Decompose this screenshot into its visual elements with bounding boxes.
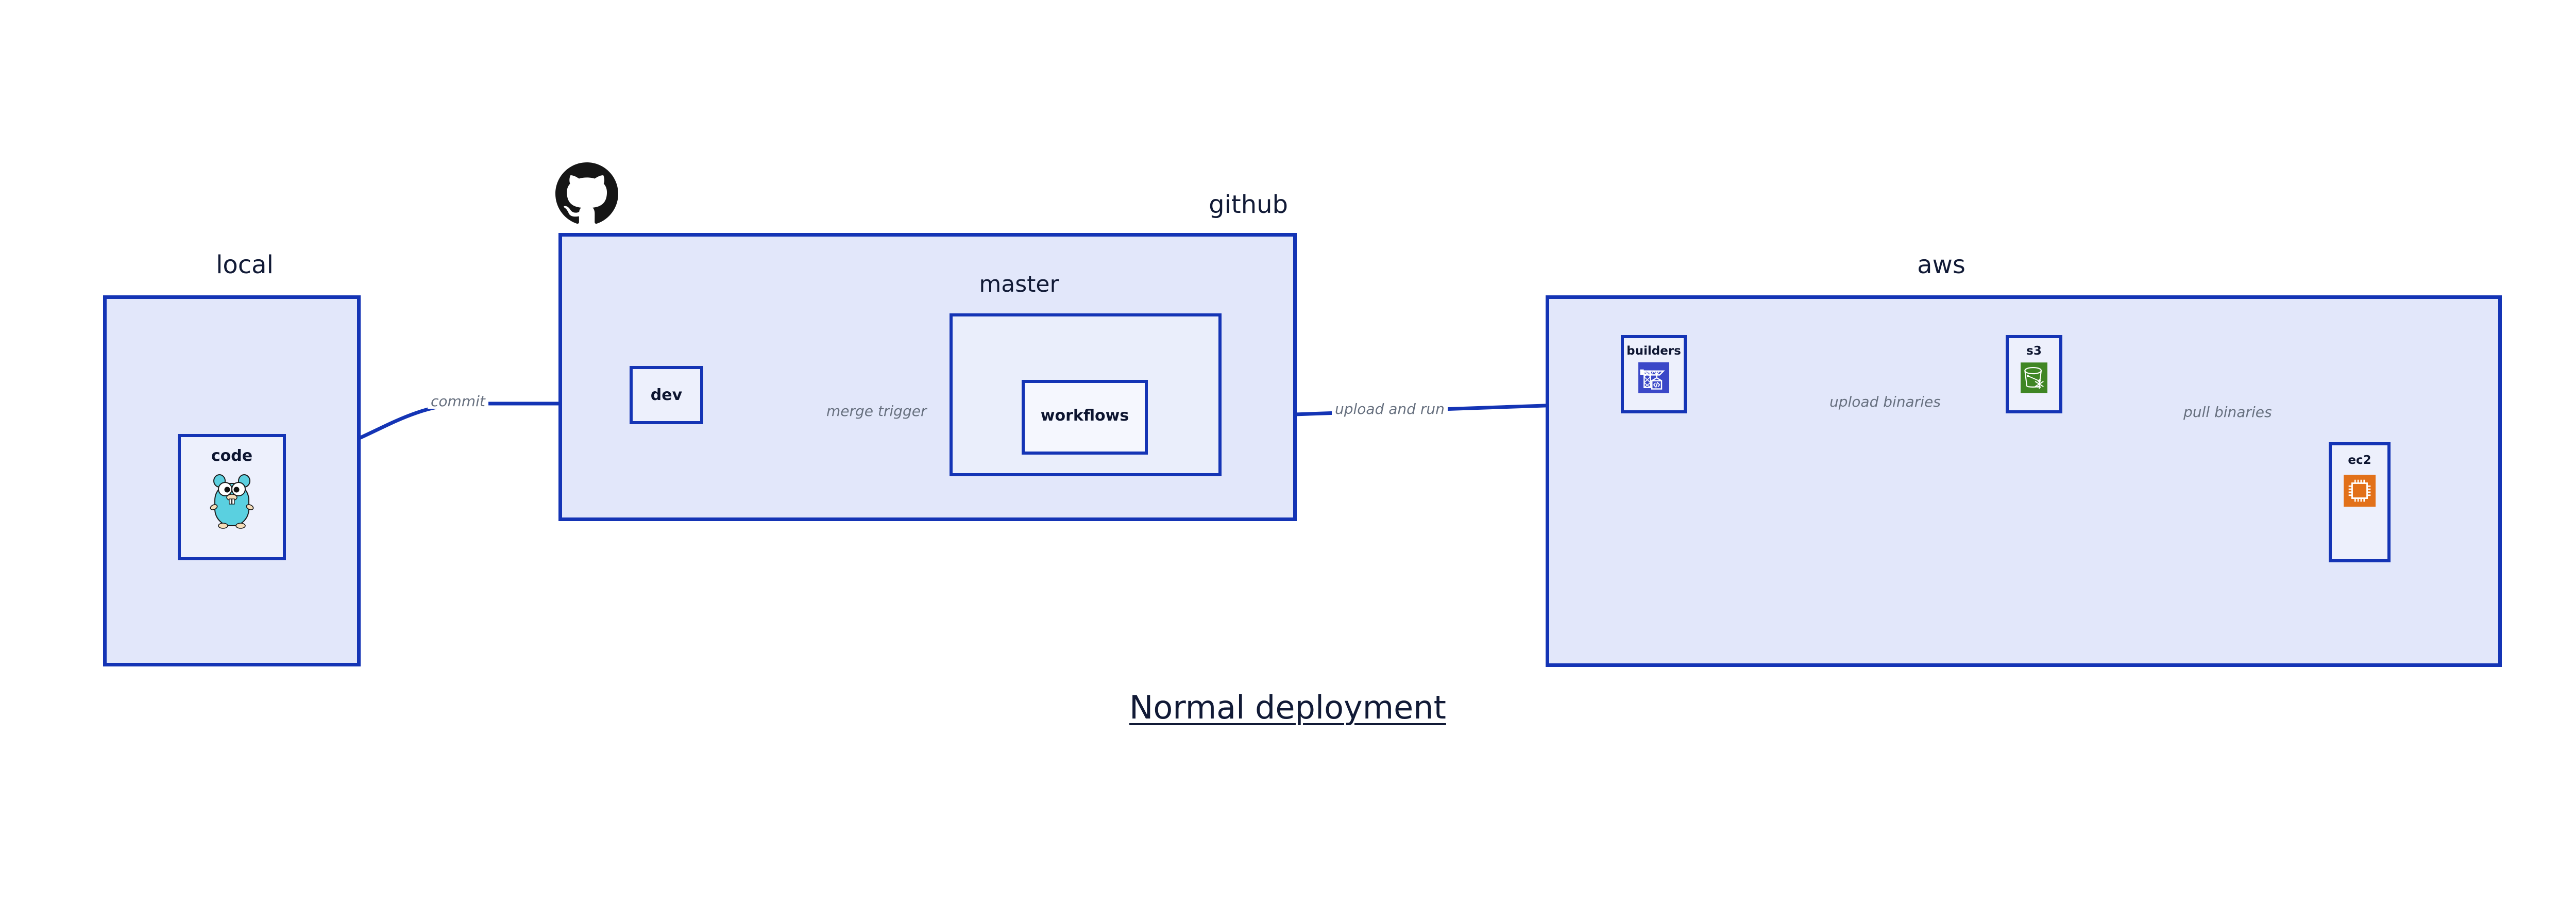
group-label-github: github — [1209, 190, 1288, 219]
aws-ec2-chip-icon — [2344, 475, 2376, 507]
diagram-title: Normal deployment — [1129, 689, 1446, 726]
group-label-aws: aws — [1917, 250, 1965, 279]
edge-label-upload-and-run: upload and run — [1332, 402, 1448, 416]
node-ec2[interactable]: ec2 — [2329, 442, 2391, 562]
group-label-local: local — [216, 250, 274, 279]
edge-label-commit: commit — [428, 394, 488, 409]
node-workflows-label: workflows — [1040, 407, 1129, 425]
node-workflows[interactable]: workflows — [1022, 380, 1148, 455]
edge-label-merge-trigger: merge trigger — [823, 404, 930, 419]
edge-label-pull-binaries: pull binaries — [2180, 405, 2275, 420]
node-s3-label: s3 — [2026, 344, 2042, 358]
node-ec2-label: ec2 — [2348, 454, 2371, 467]
node-builders[interactable]: builders — [1621, 335, 1687, 413]
github-logo-icon — [555, 162, 618, 228]
edge-label-upload-binaries: upload binaries — [1826, 395, 1944, 409]
aws-codebuild-icon — [1638, 362, 1669, 393]
group-label-master: master — [979, 271, 1059, 297]
go-gopher-icon — [209, 472, 255, 529]
node-builders-label: builders — [1626, 344, 1681, 358]
node-dev-label: dev — [650, 386, 683, 404]
aws-s3-glacier-icon — [2021, 362, 2047, 393]
node-s3[interactable]: s3 — [2006, 335, 2062, 413]
node-dev[interactable]: dev — [630, 366, 703, 424]
node-code[interactable]: code — [178, 434, 286, 560]
node-code-label: code — [211, 447, 253, 465]
